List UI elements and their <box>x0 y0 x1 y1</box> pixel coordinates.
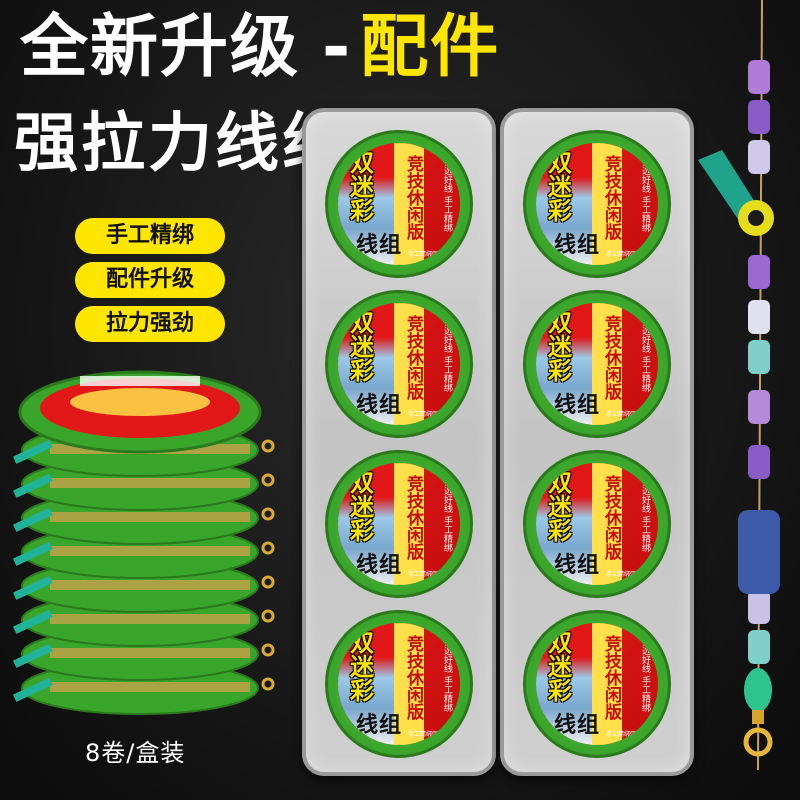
spool-title: 双迷彩 <box>350 469 374 545</box>
swivel-icon <box>743 668 773 757</box>
spool-title: 双迷彩 <box>548 469 572 545</box>
spool-subtitle: 竞技休闲版 <box>403 475 423 560</box>
line-spool: 双迷彩 竞技休闲版线组 优选好线 手工精绑手工精绑强劲拉力 <box>523 290 671 438</box>
headline-dash: - <box>322 8 353 87</box>
spool-label: 双迷彩 竞技休闲版线组 优选好线 手工精绑手工精绑强劲拉力 <box>338 463 460 585</box>
spool-subtitle: 竞技休闲版 <box>601 475 621 560</box>
headline-accent: 配件 <box>360 8 501 87</box>
spool-label: 双迷彩 竞技休闲版线组 优选好线 手工精绑手工精绑强劲拉力 <box>536 623 658 745</box>
spool-label-band <box>394 463 424 585</box>
spool-group-label: 线组 <box>554 393 601 418</box>
spool-group-label: 线组 <box>554 553 601 578</box>
float-stop-icon <box>698 150 774 236</box>
spool-group-label: 线组 <box>554 713 601 738</box>
feature-badge-strength: 拉力强劲 <box>75 306 225 342</box>
spool-subtitle: 竞技休闲版 <box>601 635 621 720</box>
spool-title: 双迷彩 <box>350 309 374 385</box>
spool-slogan: 优选好线 手工精绑 <box>640 157 650 232</box>
spool-label: 双迷彩 竞技休闲版线组 优选好线 手工精绑手工精绑强劲拉力 <box>338 623 460 745</box>
line-spool: 双迷彩 竞技休闲版线组 优选好线 手工精绑手工精绑强劲拉力 <box>523 130 671 278</box>
headline-main: 全新升级 <box>20 8 301 87</box>
spool-tagline: 手工精绑强劲拉力 <box>606 731 655 738</box>
spool-title: 双迷彩 <box>548 309 572 385</box>
spool-subtitle: 竞技休闲版 <box>601 155 621 240</box>
spool-tagline: 手工精绑强劲拉力 <box>606 251 655 258</box>
feature-badge-handtied: 手工精绑 <box>75 218 225 254</box>
spool-label-band <box>592 463 622 585</box>
spool-group-label: 线组 <box>356 713 403 738</box>
float-bead <box>748 390 770 424</box>
spool-tagline: 手工精绑强劲拉力 <box>408 731 457 738</box>
float-bead <box>748 300 770 334</box>
spool-tagline: 手工精绑强劲拉力 <box>408 251 457 258</box>
spool-slogan: 优选好线 手工精绑 <box>442 477 452 552</box>
subheadline: 强拉力线组 <box>14 107 349 181</box>
spool-slogan: 优选好线 手工精绑 <box>442 637 452 712</box>
spool-slogan: 优选好线 手工精绑 <box>640 477 650 552</box>
spool-group-label: 线组 <box>356 393 403 418</box>
spool-label-band <box>394 303 424 425</box>
spool-label-band <box>394 143 424 265</box>
main-float <box>738 510 780 594</box>
spool-title: 双迷彩 <box>350 629 374 705</box>
float-bead <box>748 630 770 664</box>
spool-stack <box>13 370 275 715</box>
line-spool: 双迷彩 竞技休闲版线组 优选好线 手工精绑手工精绑强劲拉力 <box>325 450 473 598</box>
spool-title: 双迷彩 <box>548 629 572 705</box>
spool-subtitle: 竞技休闲版 <box>403 315 423 400</box>
spool-label: 双迷彩 竞技休闲版线组 优选好线 手工精绑手工精绑强劲拉力 <box>536 463 658 585</box>
spool-label: 双迷彩 竞技休闲版线组 优选好线 手工精绑手工精绑强劲拉力 <box>536 303 658 425</box>
spool-stack-image <box>13 370 275 715</box>
spool-label-band <box>394 623 424 745</box>
spool-tagline: 手工精绑强劲拉力 <box>408 411 457 418</box>
spool-subtitle: 竞技休闲版 <box>601 315 621 400</box>
spool-group-label: 线组 <box>356 553 403 578</box>
feature-badge-upgraded: 配件升级 <box>75 262 225 298</box>
spool-label-band <box>592 623 622 745</box>
package-caption: 8卷/盒装 <box>85 739 186 767</box>
float-rig-image <box>698 0 780 771</box>
spool-slogan: 优选好线 手工精绑 <box>640 637 650 712</box>
spool-slogan: 优选好线 手工精绑 <box>442 157 452 232</box>
float-bead <box>748 60 770 94</box>
float-bead <box>748 590 770 624</box>
float-bead <box>748 140 770 174</box>
float-bead <box>748 340 770 374</box>
spool-title: 双迷彩 <box>548 149 572 225</box>
line-spool: 双迷彩 竞技休闲版线组 优选好线 手工精绑手工精绑强劲拉力 <box>325 610 473 758</box>
top-spool <box>18 370 262 454</box>
spool-group-label: 线组 <box>554 233 601 258</box>
spool-label-band <box>592 143 622 265</box>
spool-subtitle: 竞技休闲版 <box>403 635 423 720</box>
line-spool: 双迷彩 竞技休闲版线组 优选好线 手工精绑手工精绑强劲拉力 <box>325 290 473 438</box>
float-bead <box>748 445 770 479</box>
spool-tagline: 手工精绑强劲拉力 <box>606 411 655 418</box>
spool-tagline: 手工精绑强劲拉力 <box>408 571 457 578</box>
line-spool: 双迷彩 竞技休闲版线组 优选好线 手工精绑手工精绑强劲拉力 <box>325 130 473 278</box>
spool-subtitle: 竞技休闲版 <box>403 155 423 240</box>
spool-label: 双迷彩 竞技休闲版线组 优选好线 手工精绑手工精绑强劲拉力 <box>338 143 460 265</box>
spool-slogan: 优选好线 手工精绑 <box>640 317 650 392</box>
float-bead <box>748 100 770 134</box>
spool-group-label: 线组 <box>356 233 403 258</box>
spool-label: 双迷彩 竞技休闲版线组 优选好线 手工精绑手工精绑强劲拉力 <box>536 143 658 265</box>
spool-label: 双迷彩 竞技休闲版线组 优选好线 手工精绑手工精绑强劲拉力 <box>338 303 460 425</box>
headline: 全新升级-配件 <box>20 14 500 82</box>
line-spool: 双迷彩 竞技休闲版线组 优选好线 手工精绑手工精绑强劲拉力 <box>523 610 671 758</box>
line-spool: 双迷彩 竞技休闲版线组 优选好线 手工精绑手工精绑强劲拉力 <box>523 450 671 598</box>
spool-label-band <box>592 303 622 425</box>
spool-slogan: 优选好线 手工精绑 <box>442 317 452 392</box>
float-bead <box>748 255 770 289</box>
spool-tagline: 手工精绑强劲拉力 <box>606 571 655 578</box>
spool-title: 双迷彩 <box>350 149 374 225</box>
